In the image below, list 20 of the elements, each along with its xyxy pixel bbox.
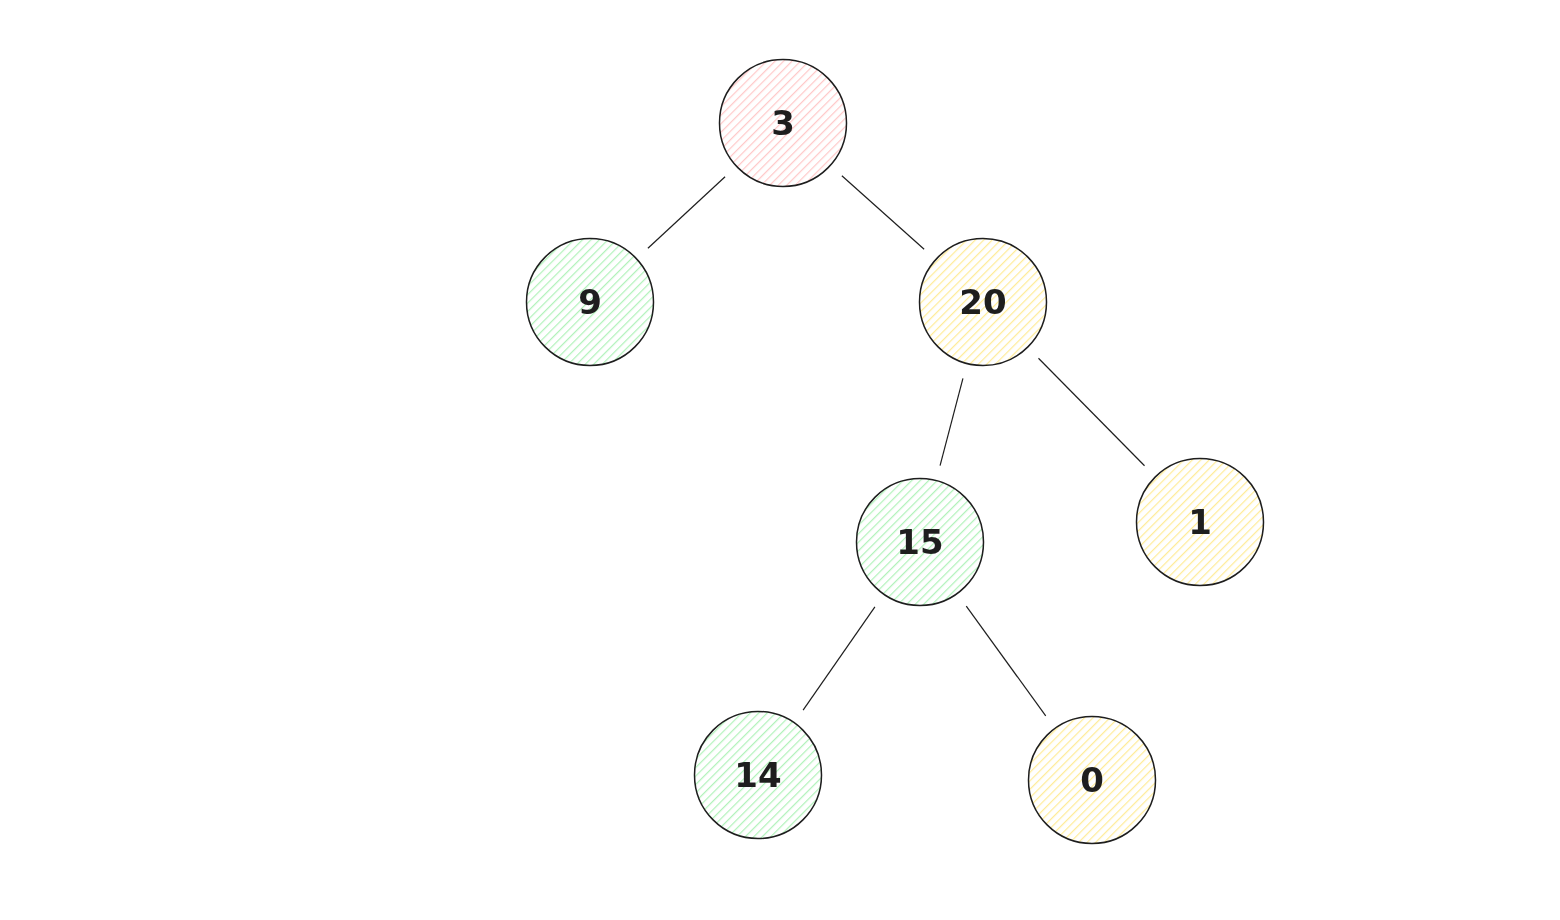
- connector-line: [802, 606, 876, 711]
- tree-node-circle: [918, 237, 1048, 367]
- tree-node-circle: [693, 710, 823, 840]
- connector-line: [965, 605, 1047, 717]
- tree-node-circle: [525, 237, 655, 367]
- tree-node-circle: [855, 477, 985, 607]
- node-value: 0: [1080, 760, 1104, 800]
- node-value: 15: [896, 522, 944, 562]
- node-value: 3: [771, 103, 795, 143]
- tree-node-circle: [718, 58, 848, 188]
- node-value: 14: [734, 755, 782, 795]
- node-value: 1: [1188, 502, 1212, 542]
- connector-line: [1037, 357, 1146, 467]
- connector-line: [841, 175, 925, 250]
- connector-line: [939, 377, 964, 467]
- node-value: 20: [959, 282, 1007, 322]
- tree-node-circle: [1027, 715, 1157, 845]
- connector-line: [647, 176, 726, 249]
- tree-node-circle: [1135, 457, 1265, 587]
- node-value: 9: [578, 282, 602, 322]
